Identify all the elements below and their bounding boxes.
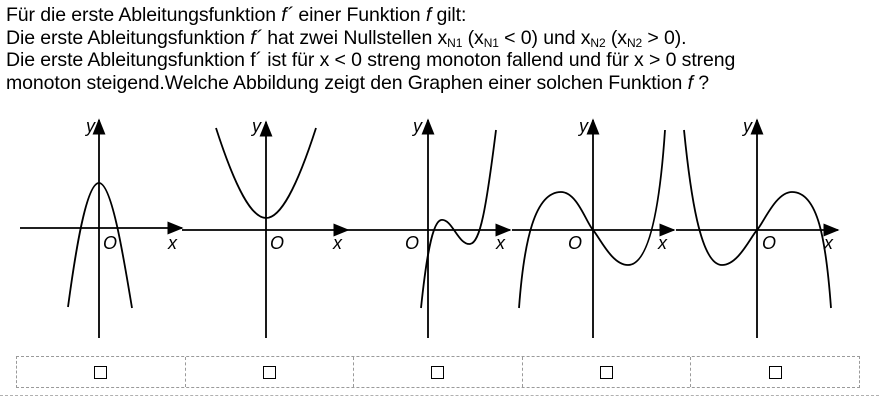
question-line-2: Die erste Ableitungsfunktion f´ hat zwei… <box>6 27 876 50</box>
answer-cell-e <box>691 357 859 387</box>
graph-a: y x O <box>20 116 184 338</box>
function-symbol: f´ <box>281 4 293 26</box>
answer-cell-c <box>354 357 523 387</box>
x-axis-label: x <box>495 233 506 253</box>
x-axis-label: x <box>823 233 834 253</box>
answer-options <box>16 356 860 388</box>
y-axis-label: y <box>577 116 589 136</box>
y-axis-label: y <box>250 116 262 136</box>
text: monoton steigend.Welche Abbildung zeigt … <box>6 71 688 94</box>
graph-c: y x O <box>348 116 512 338</box>
question-line-4: monoton steigend.Welche Abbildung zeigt … <box>6 72 876 95</box>
subscript: N1 <box>483 35 499 50</box>
graph-b: y x O <box>182 116 350 338</box>
answer-cell-d <box>523 357 692 387</box>
function-symbol: f <box>425 4 432 26</box>
origin-label: O <box>405 233 419 253</box>
checkbox-option-b[interactable] <box>262 365 276 379</box>
curve <box>420 129 497 309</box>
text: Für die erste Ableitungsfunktion <box>6 4 282 26</box>
text: (x <box>462 26 484 49</box>
graph-e: y x O <box>676 116 840 338</box>
x-axis-label: x <box>167 233 178 253</box>
checkbox-option-d[interactable] <box>600 365 614 379</box>
y-axis-label: y <box>411 116 423 136</box>
origin-label: O <box>762 233 776 253</box>
graph-d: y x O <box>512 116 676 338</box>
question-line-1: Für die erste Ableitungsfunktion f´ eine… <box>6 4 876 27</box>
question-line-3: Die erste Ableitungsfunktion f´ ist für … <box>6 49 736 71</box>
text: (x <box>605 26 627 49</box>
text: ? <box>692 71 710 94</box>
curve <box>683 129 832 309</box>
curve <box>518 129 666 309</box>
subscript: N1 <box>447 35 463 50</box>
function-symbol: f <box>687 71 693 94</box>
function-symbol: f´ <box>250 26 262 49</box>
y-axis-label: y <box>84 116 96 136</box>
curve <box>215 127 317 219</box>
checkbox-option-c[interactable] <box>431 365 445 379</box>
question-text: Für die erste Ableitungsfunktion f´ eine… <box>6 4 876 94</box>
answer-cell-a <box>17 357 186 387</box>
origin-label: O <box>270 233 284 253</box>
origin-label: O <box>103 233 117 253</box>
divider <box>0 395 879 396</box>
answer-cell-b <box>186 357 355 387</box>
checkbox-option-e[interactable] <box>768 365 782 379</box>
origin-label: O <box>568 233 582 253</box>
graph-figures: y x O y x O y x O y x O y x O <box>20 116 840 338</box>
subscript: N2 <box>590 35 606 50</box>
curve <box>67 182 133 309</box>
x-axis-label: x <box>657 233 668 253</box>
text: hat zwei Nullstellen x <box>261 26 448 49</box>
text: Die erste Ableitungsfunktion <box>6 26 251 49</box>
text: > 0). <box>642 26 687 49</box>
subscript: N2 <box>626 35 643 50</box>
text: einer Funktion <box>293 4 426 26</box>
text: gilt: <box>431 4 467 26</box>
x-axis-label: x <box>332 233 343 253</box>
y-axis-label: y <box>741 116 753 136</box>
text: < 0) und x <box>498 26 591 49</box>
checkbox-option-a[interactable] <box>94 365 108 379</box>
